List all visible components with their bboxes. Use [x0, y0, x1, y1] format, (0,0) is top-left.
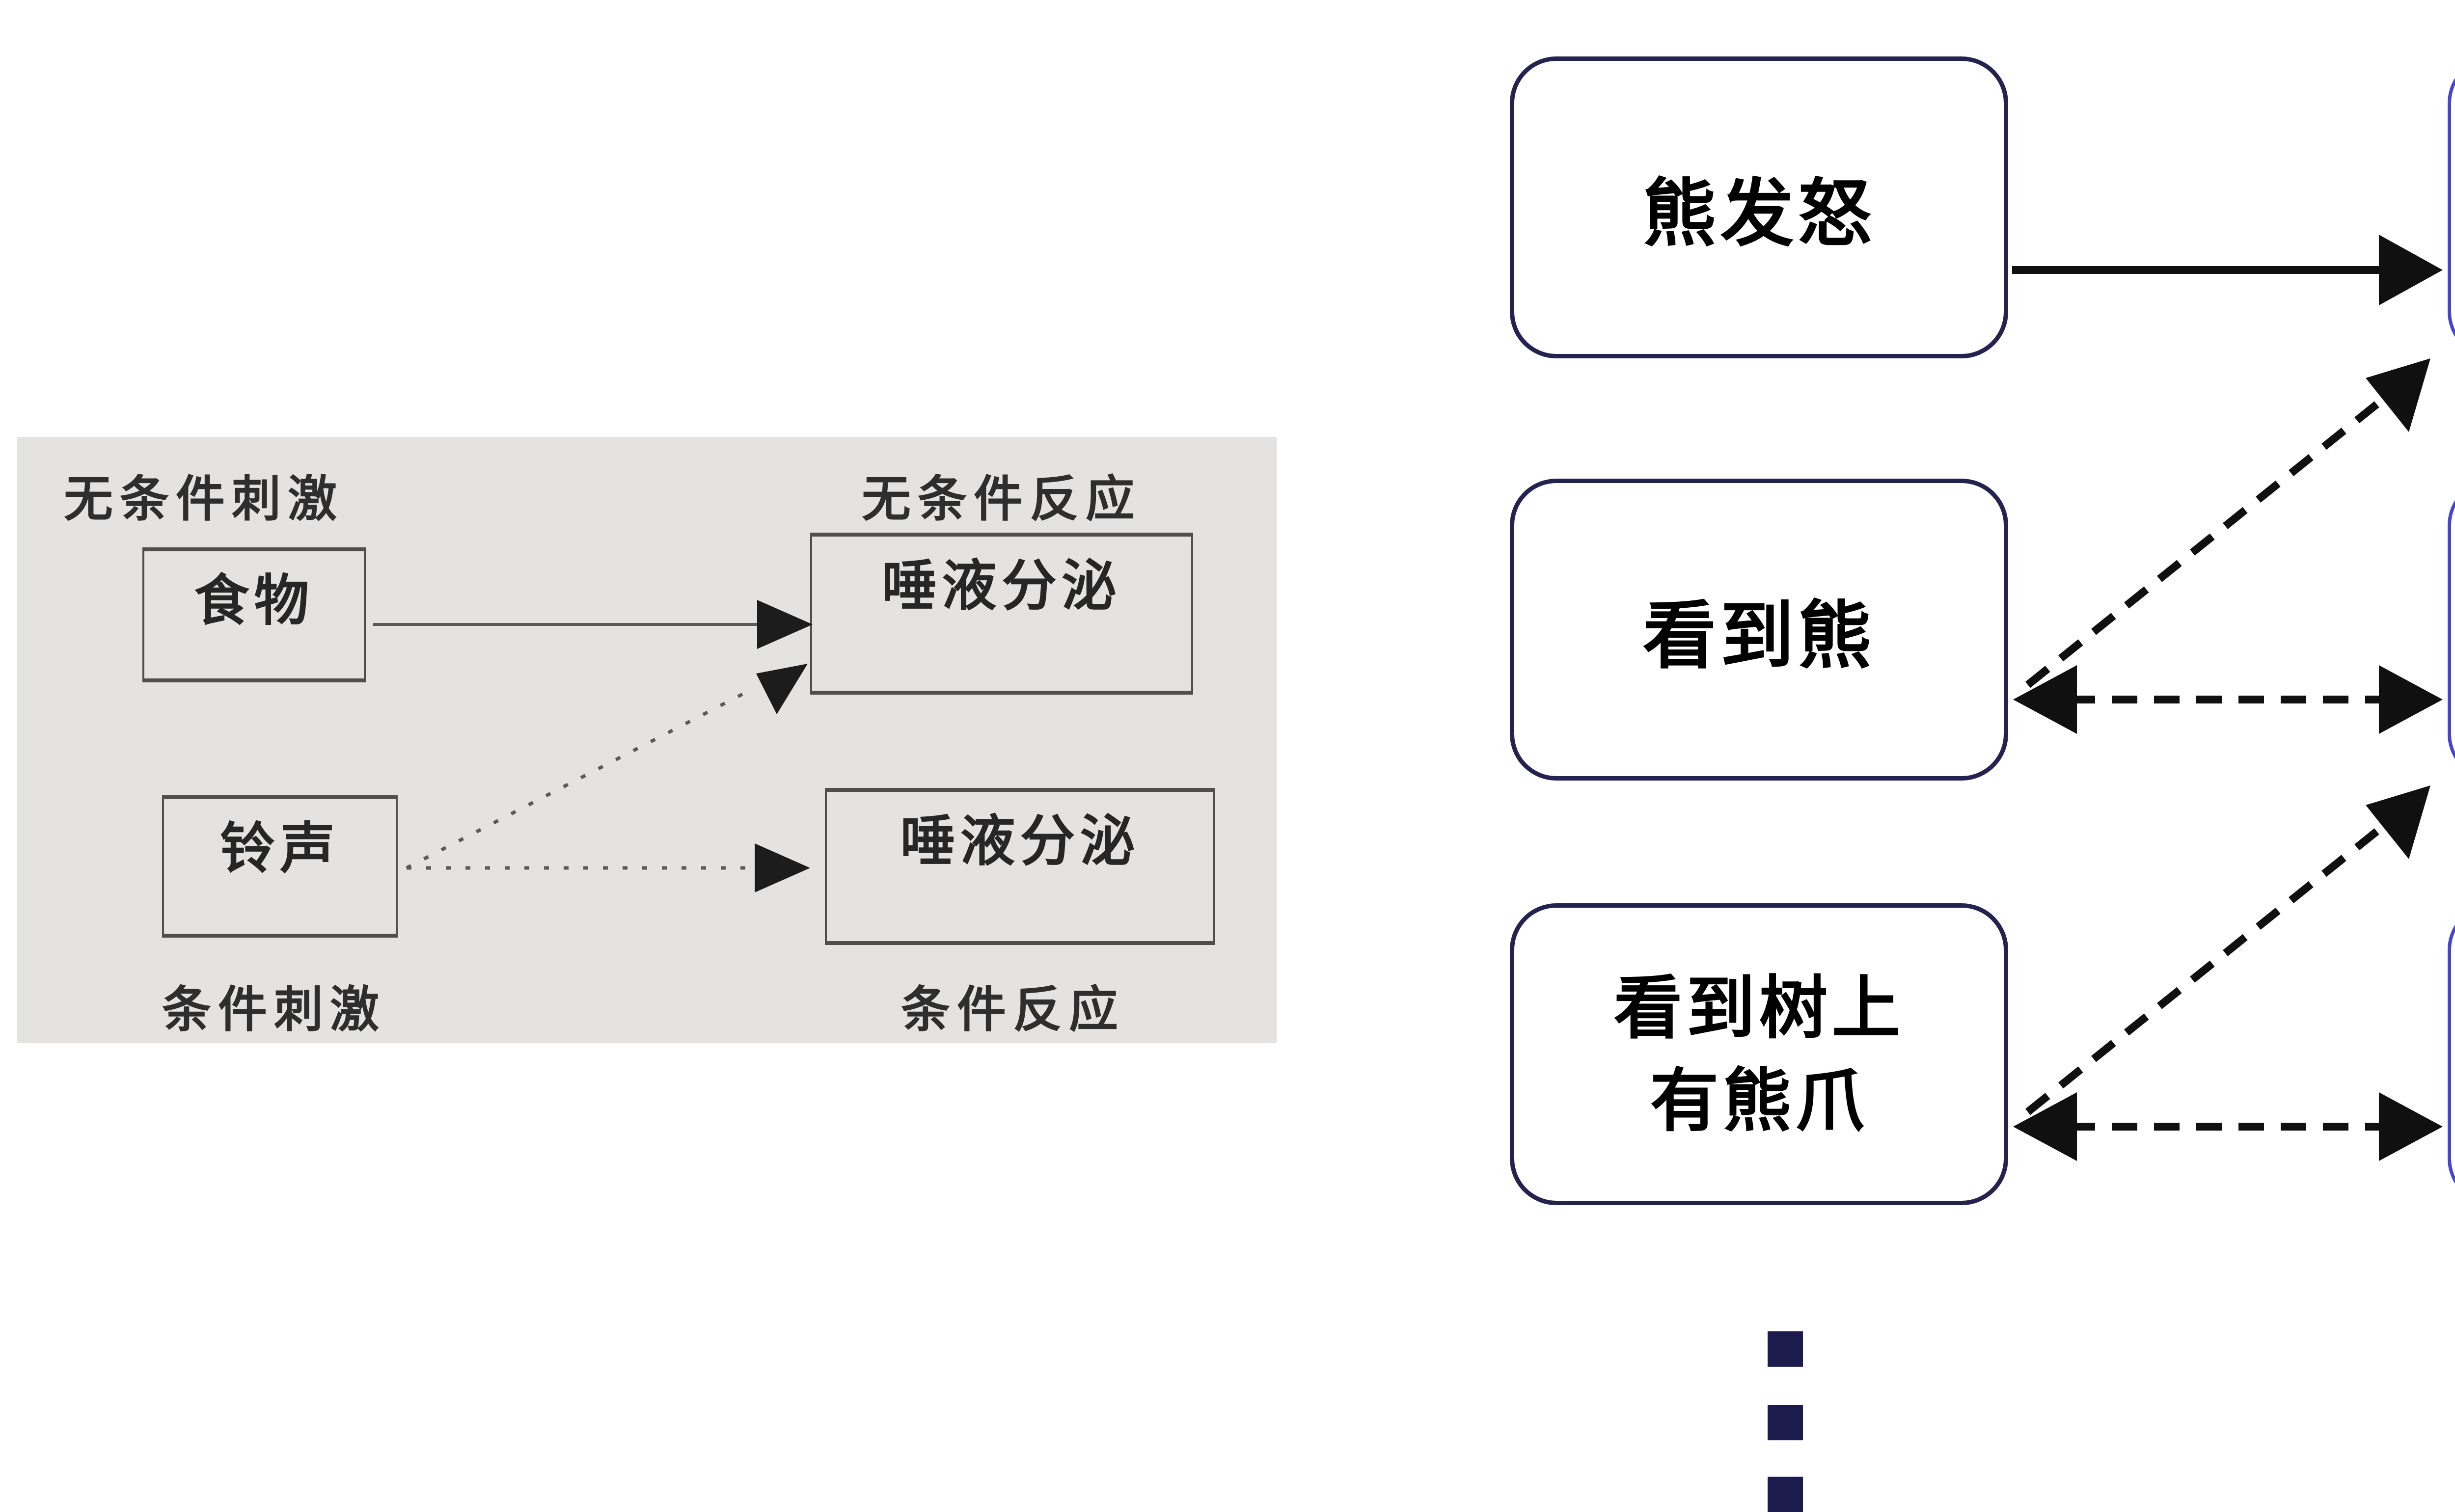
arrow-bear-rage-to-reward [2012, 235, 2443, 305]
ellipsis-dot-left-1 [1768, 1331, 1803, 1367]
node-bear-rage: 熊发怒 [1510, 56, 2008, 358]
ellipsis-dot-left-2 [1768, 1405, 1803, 1440]
box-salivation-unconditioned-label: 唾液分泌 [882, 555, 1121, 617]
box-bell: 铃声 [162, 795, 398, 938]
classical-conditioning-panel: 无条件刺激 无条件反应 食物 唾液分泌 铃声 唾液分泌 条件刺激 条件反应 [17, 437, 1277, 1043]
node-see-claws-line1: 看到树上 [1613, 969, 1905, 1047]
label-unconditioned-response: 无条件反应 [862, 472, 1142, 527]
node-bear-rage-label: 熊发怒 [1642, 172, 1876, 255]
node-reward: 奖励 [2448, 56, 2455, 358]
node-see-claws-line2: 有熊爪 [1650, 1062, 1868, 1139]
box-food-label: 食物 [194, 570, 314, 631]
box-salivation-unconditioned: 唾液分泌 [810, 533, 1193, 695]
node-see-claws: 看到树上 有熊爪 [1510, 903, 2008, 1205]
node-value-current-state: V(s) [2448, 903, 2455, 1205]
box-bell-label: 铃声 [220, 818, 340, 879]
node-see-bear: 看到熊 [1510, 479, 2008, 781]
node-value-next-state: V(s′) [2448, 479, 2455, 781]
box-salivation-conditioned-label: 唾液分泌 [900, 810, 1140, 872]
ellipsis-dot-left-3 [1768, 1477, 1803, 1512]
box-salivation-conditioned: 唾液分泌 [825, 788, 1215, 945]
label-conditioned-stimulus: 条件刺激 [162, 982, 386, 1037]
dashed-arrow-see-claws-to-value-current [2013, 1092, 2443, 1161]
label-conditioned-response: 条件反应 [901, 982, 1125, 1037]
box-food: 食物 [142, 547, 366, 682]
label-unconditioned-stimulus: 无条件刺激 [64, 472, 344, 527]
dashed-arrow-see-claws-to-value-next [2025, 785, 2430, 1115]
dashed-arrow-see-bear-to-value-next [2013, 665, 2443, 734]
dashed-arrow-see-bear-to-reward [2025, 358, 2430, 688]
node-see-bear-label: 看到熊 [1642, 594, 1876, 677]
